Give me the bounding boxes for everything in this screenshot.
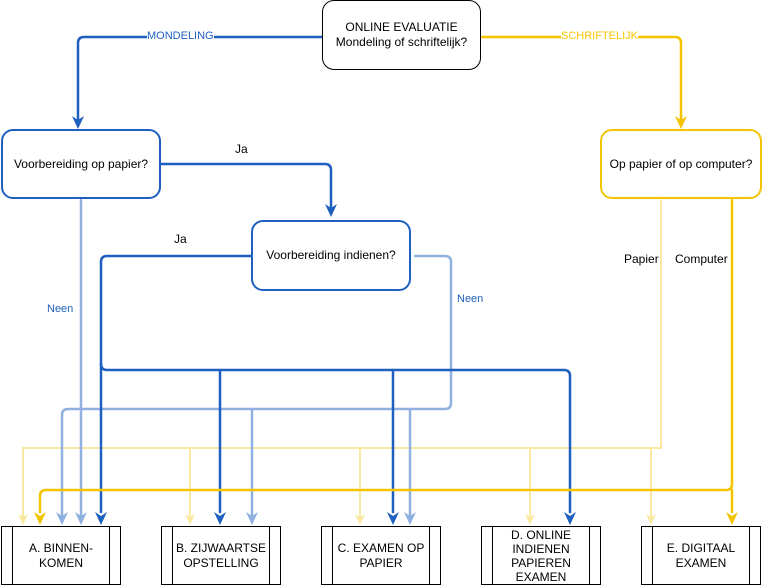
label-papier: Papier <box>624 252 659 266</box>
decision-prep-paper: Voorbereiding op papier? <box>1 129 161 199</box>
outcome-d-line4: EXAMEN <box>515 569 567 584</box>
edge-computer <box>38 198 734 514</box>
edge-ja-bus <box>99 362 572 514</box>
label-ja-1: Ja <box>235 142 248 156</box>
outcome-b-line1: B. ZIJWAARTSE <box>176 540 267 555</box>
outcome-d-line1: D. ONLINE <box>510 527 571 542</box>
edge-papier <box>22 199 662 523</box>
edge-ja-prep-paper <box>159 162 333 209</box>
decision-prep-paper-label: Voorbereiding op papier? <box>13 156 149 171</box>
decision-paper-or-computer-label: Op papier of op computer? <box>609 156 753 171</box>
edge-ja-prep-submit <box>99 254 253 514</box>
label-computer: Computer <box>675 252 728 266</box>
decision-paper-or-computer: Op papier of op computer? <box>600 129 762 199</box>
outcome-c-line1: C. EXAMEN OP <box>337 540 425 555</box>
outcome-a-line1: A. BINNEN- <box>28 540 93 555</box>
outcome-a: A. BINNEN- KOMEN <box>1 526 121 585</box>
decision-prep-submit-label: Voorbereiding indienen? <box>266 248 396 262</box>
outcome-c: C. EXAMEN OP PAPIER <box>321 526 441 585</box>
outcome-e: E. DIGITAAL EXAMEN <box>641 526 761 585</box>
arrowheads <box>18 116 738 525</box>
outcome-d-line2: INDIENEN <box>512 541 570 556</box>
outcome-b: B. ZIJWAARTSE OPSTELLING <box>161 526 281 585</box>
edge-mondeling <box>76 35 324 122</box>
outcome-b-line2: OPSTELLING <box>183 555 259 570</box>
label-schriftelijk: SCHRIFTELIJK <box>561 30 639 43</box>
root-question: Mondeling of schriftelijk? <box>335 35 468 49</box>
outcome-e-line2: EXAMEN <box>675 555 727 570</box>
edge-neen-prep-submit <box>60 254 453 524</box>
label-neen-2: Neen <box>457 293 484 306</box>
label-mondeling: MONDELING <box>147 30 214 43</box>
root-title: ONLINE EVALUATIE <box>345 20 458 34</box>
root-node: ONLINE EVALUATIE Mondeling of schrifteli… <box>322 0 481 70</box>
decision-prep-submit: Voorbereiding indienen? <box>251 220 411 291</box>
outcome-e-line1: E. DIGITAAL <box>666 540 736 555</box>
label-neen-1: Neen <box>47 303 74 316</box>
outcome-d-line3: PAPIEREN <box>511 555 571 570</box>
outcome-a-line2: KOMEN <box>38 555 83 570</box>
outcome-c-line2: PAPIER <box>359 555 403 570</box>
outcome-d: D. ONLINE INDIENEN PAPIEREN EXAMEN <box>481 526 601 585</box>
label-ja-2: Ja <box>174 232 187 246</box>
edge-schriftelijk <box>478 35 683 122</box>
